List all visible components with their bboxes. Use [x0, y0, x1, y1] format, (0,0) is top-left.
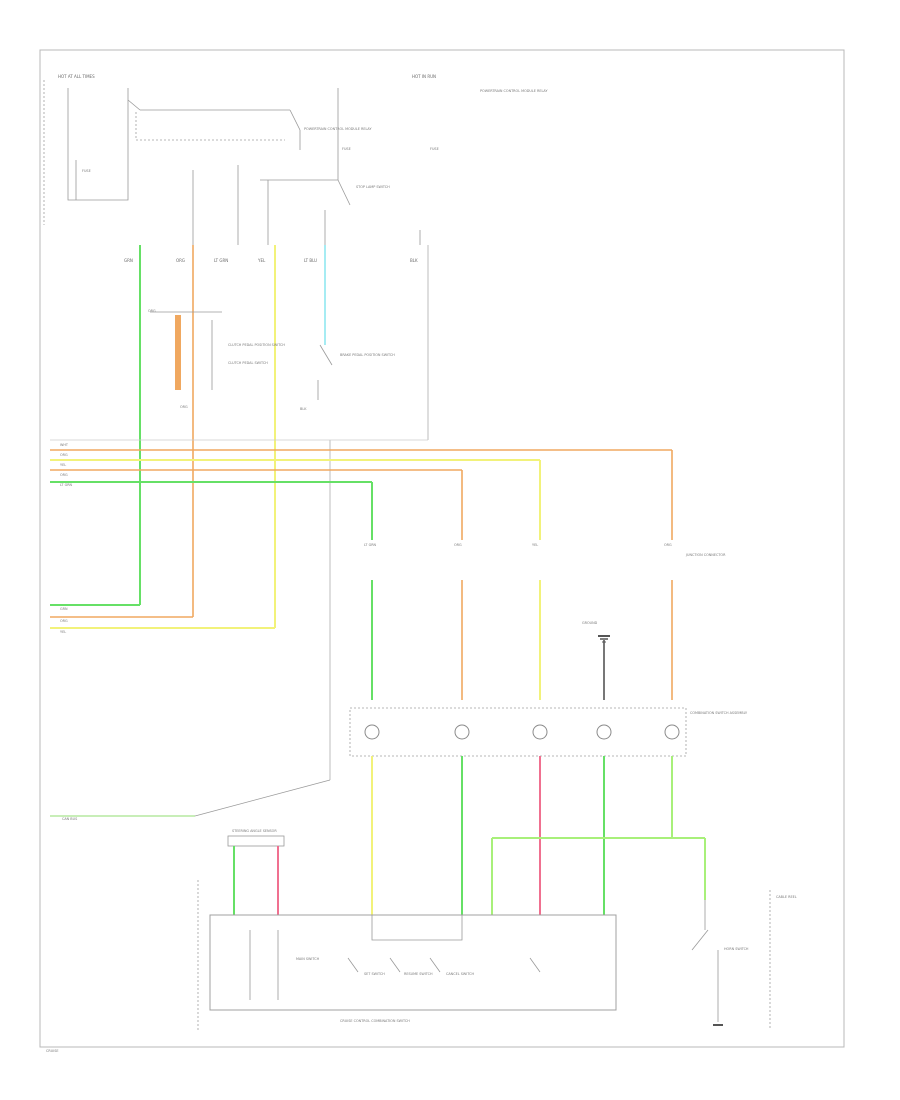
horizontal-bus: WHT ORG YEL ORG LT GRN — [50, 439, 672, 487]
switch-contact-icon — [691, 929, 709, 951]
wire-orange-clutch — [175, 315, 181, 390]
stop-lamp-switch-label: STOP LAMP SWITCH — [356, 185, 390, 189]
page-tag: CRUISE — [46, 1049, 59, 1053]
lower-drops — [371, 756, 706, 915]
bus-label-5: LT GRN — [60, 483, 73, 487]
bus-drops — [371, 450, 673, 700]
lower-left-bus: GRN ORG YEL — [50, 604, 275, 634]
switch-contact-icon — [347, 957, 359, 973]
connector-terminal-icon — [664, 724, 680, 740]
diagram-frame — [39, 49, 845, 1048]
bus-label-4: ORG — [60, 473, 68, 477]
ground-label: GROUND — [582, 621, 598, 625]
bus-label-3: YEL — [60, 463, 66, 467]
horn-switch-label: HORN SWITCH — [724, 947, 749, 951]
steering-angle-block: STEERING ANGLE SENSOR — [227, 829, 285, 915]
clutch-switch-label: CLUTCH PEDAL POSITION SWITCH — [228, 343, 285, 347]
steering-angle-label: STEERING ANGLE SENSOR — [232, 829, 277, 833]
relay-section: POWERTRAIN CONTROL MODULE RELAY — [127, 99, 372, 150]
bus-label-2: ORG — [60, 453, 68, 457]
gap-label-3: YEL — [532, 543, 538, 547]
can-bus-label: CAN BUS — [62, 817, 77, 821]
fuse-label-mid: FUSE — [342, 147, 351, 151]
horn-switch-block: HORN SWITCH CABLE REEL — [691, 890, 797, 1030]
brake-switch-label: BRAKE PEDAL POSITION SWITCH — [340, 353, 395, 357]
switch-contact-icon — [529, 957, 541, 973]
can-bus-line: CAN BUS — [50, 779, 331, 821]
mid-fuse-block: HOT IN RUN POWERTRAIN CONTROL MODULE REL… — [260, 74, 548, 206]
junction-top-label: JUNCTION CONNECTOR — [685, 553, 726, 557]
combination-switch-assembly: COMBINATION SWITCH ASSEMBLY — [349, 707, 748, 757]
connector-terminal-icon — [364, 724, 380, 740]
relay-note-label: POWERTRAIN CONTROL MODULE RELAY — [480, 89, 548, 93]
wire-label-org: ORG — [176, 258, 185, 263]
gap-label-1: LT GRN — [364, 543, 377, 547]
color-trunks — [139, 245, 429, 780]
gap-label-2: ORG — [454, 543, 462, 547]
cancel-switch-label: CANCEL SWITCH — [446, 972, 474, 976]
wire-label-lt-grn: LT GRN — [214, 258, 228, 263]
lower-label-2: ORG — [60, 619, 68, 623]
wire-label-blk: BLK — [410, 258, 418, 263]
wire-label-yel: YEL — [257, 258, 266, 263]
wire-color-labels: GRN ORG LT GRN YEL LT BLU BLK — [124, 258, 418, 263]
connector-gaps: LT GRN ORG YEL ORG JUNCTION CONNECTOR — [364, 540, 726, 580]
fuse-label-right: FUSE — [430, 147, 439, 151]
brake-switch-block: BRAKE PEDAL POSITION SWITCH BLK — [300, 344, 395, 411]
connector-terminal-icon — [454, 724, 470, 740]
main-switch-label: MAIN SWITCH — [296, 957, 320, 961]
cable-reel-label: CABLE REEL — [776, 895, 797, 899]
bus-label-1: WHT — [60, 443, 69, 447]
wire-label-grn: GRN — [124, 258, 133, 263]
clutch-switch-sub-label: CLUTCH PEDAL SWITCH — [228, 361, 268, 365]
clutch-bottom-wire-label: ORG — [180, 405, 188, 409]
top-wire-drops — [192, 165, 421, 245]
cruise-switch-box: CRUISE CONTROL COMBINATION SWITCH MAIN S… — [209, 914, 617, 1023]
ground-symbol-icon: GROUND — [582, 621, 610, 643]
connector-terminal-icon — [596, 724, 612, 740]
cruise-switch-label: CRUISE CONTROL COMBINATION SWITCH — [340, 1019, 410, 1023]
clutch-switch-block: ORG CLUTCH PEDAL POSITION SWITCH CLUTCH … — [148, 309, 285, 409]
gap-label-4: ORG — [664, 543, 672, 547]
hot-in-run-label: HOT IN RUN — [412, 74, 436, 79]
hot-at-all-times-label-left: HOT AT ALL TIMES — [58, 74, 95, 79]
set-switch-label: SET SWITCH — [364, 972, 385, 976]
lower-label-1: GRN — [60, 607, 68, 611]
combination-switch-label: COMBINATION SWITCH ASSEMBLY — [690, 711, 748, 715]
brake-switch-sub-label: BLK — [300, 407, 307, 411]
switch-contact-icon — [429, 957, 441, 973]
fuse-label-left: FUSE — [82, 169, 91, 173]
resume-switch-label: RESUME SWITCH — [404, 972, 433, 976]
connector-terminal-icon — [532, 724, 548, 740]
lower-label-3: YEL — [60, 630, 66, 634]
wire-label-lt-blu: LT BLU — [304, 258, 317, 263]
top-left-fuse-block: HOT AT ALL TIMES FUSE — [58, 74, 129, 201]
clutch-top-label: ORG — [148, 309, 156, 313]
switch-contact-icon — [389, 957, 401, 973]
